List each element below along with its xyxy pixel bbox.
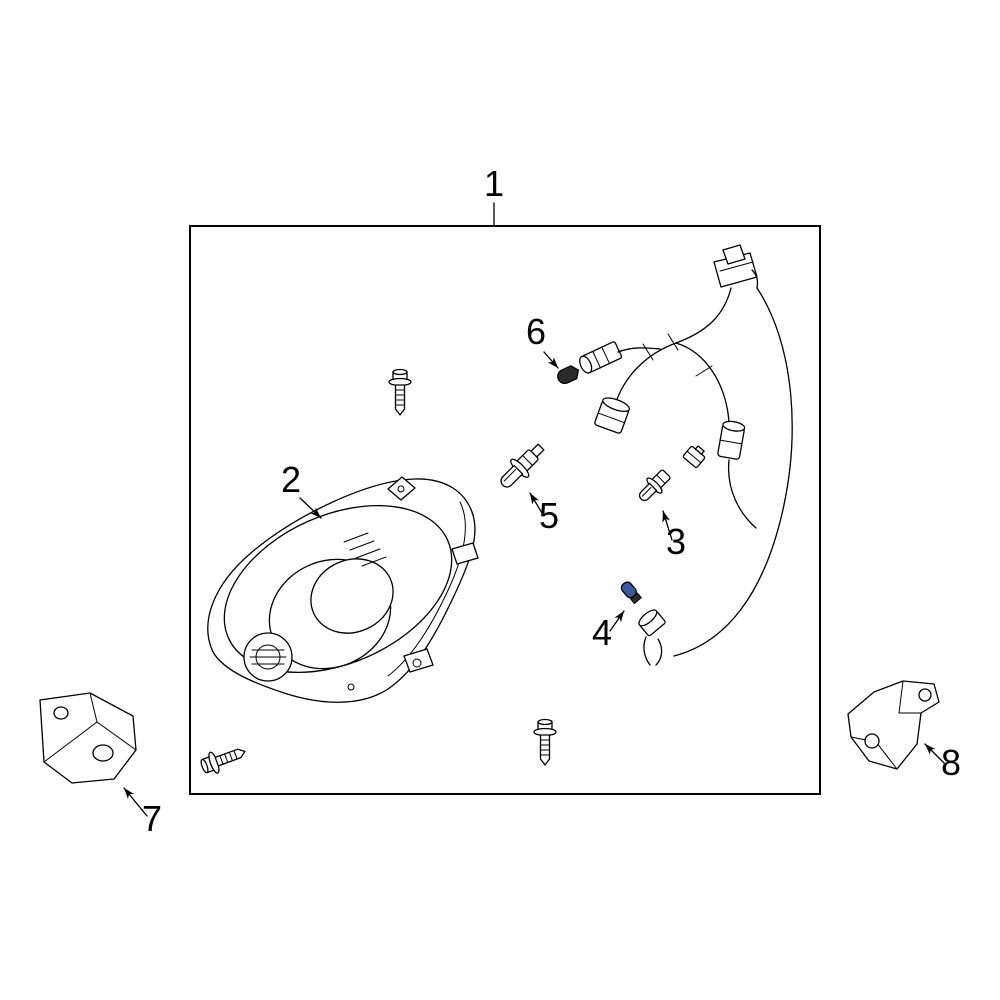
- callout-7: 7: [123, 787, 162, 839]
- harness-wire-branch: [675, 342, 730, 423]
- housing-pin: [347, 683, 355, 691]
- bulb-4: [620, 581, 643, 605]
- bracket-8-hole-top: [918, 688, 932, 702]
- bulb-socket-mid: [594, 397, 631, 434]
- harness-wire-lower: [727, 459, 757, 529]
- mounting-tab-top: [387, 476, 416, 501]
- bracket-7-hole-large: [92, 744, 114, 762]
- bulb-6-glass: [557, 365, 580, 384]
- callout-7-label: 7: [142, 798, 162, 839]
- mounting-hole-top: [397, 485, 405, 493]
- part-4-bulb-socket: [620, 581, 666, 666]
- harness-connector-line: [719, 261, 754, 272]
- assembly-boundary-box: [189, 225, 821, 795]
- callout-5-label: 5: [539, 495, 559, 536]
- projector-lens: [310, 558, 394, 634]
- bulb-5-glass: [500, 464, 524, 488]
- callout-2-label: 2: [281, 459, 301, 500]
- part-3-bulb: [638, 445, 706, 502]
- bulb-3: [638, 469, 671, 502]
- harness-wire-loop: [673, 287, 793, 657]
- bulb-6-socket: [579, 341, 623, 374]
- callout-8: 8: [924, 742, 961, 783]
- callout-4-label: 4: [592, 612, 612, 653]
- callout-3: 3: [662, 510, 686, 562]
- callout-1-label: 1: [484, 163, 504, 204]
- bulb-4-wire-1: [643, 636, 651, 666]
- bulb-3-filament: [641, 487, 652, 497]
- arrowhead: [662, 511, 671, 523]
- wiring-harness: [594, 244, 793, 657]
- arrowhead: [925, 744, 936, 755]
- callout-5: 5: [529, 492, 559, 536]
- bracket-7-fold-lines: [43, 692, 137, 763]
- harness-wire-stub: [751, 269, 759, 289]
- harness-wire-trunk: [615, 287, 732, 403]
- callout-6: 6: [526, 311, 559, 369]
- screw-bolt-left: [197, 740, 250, 778]
- mounting-hole-bottom: [412, 658, 422, 668]
- bulb-5-base-line: [522, 455, 533, 466]
- callout-3-label: 3: [666, 521, 686, 562]
- arrowhead: [547, 357, 558, 368]
- bulb-5-filament: [503, 469, 517, 482]
- part-6-bulb-socket: [557, 341, 661, 384]
- bulb-3-glass: [638, 482, 658, 502]
- bracket-8-hole-bottom: [864, 733, 880, 749]
- reflector-hatch-lines: [249, 649, 287, 665]
- mounting-tab-bottom: [403, 648, 434, 673]
- screw-bolt-bottom: [533, 718, 557, 766]
- bracket-7: [39, 692, 137, 784]
- bracket-7-hole-small: [53, 706, 69, 720]
- headlight-assembly: [207, 476, 479, 703]
- bulb-4-wire-2: [655, 638, 663, 666]
- lens-hatch-lines: [343, 532, 387, 567]
- bracket-7-plate: [39, 692, 137, 784]
- harness-clip-marks: [642, 333, 713, 377]
- callout-4: 4: [592, 610, 625, 653]
- bulb-4-socket: [638, 609, 666, 637]
- arrowhead: [310, 507, 321, 518]
- bulb-socket-right: [717, 420, 746, 460]
- arrowhead: [124, 788, 135, 800]
- mounting-tab-right: [451, 542, 479, 565]
- bulb-6: [557, 365, 580, 384]
- screw-bolt-top: [388, 368, 412, 416]
- bulb-3-base-line: [656, 474, 666, 484]
- callout-6-label: 6: [526, 311, 546, 352]
- halogen-bulb-5: [500, 443, 545, 488]
- bracket-8: [847, 680, 940, 770]
- callout-8-label: 8: [941, 742, 961, 783]
- arrowhead: [530, 493, 540, 505]
- callout-2: 2: [281, 459, 322, 519]
- callout-1: 1: [484, 163, 504, 226]
- arrowhead: [614, 611, 624, 623]
- bulb-6-wire: [617, 347, 661, 353]
- bulb-3-connector: [682, 445, 706, 468]
- bulb-4-base: [629, 592, 643, 605]
- harness-connector-top-lock: [722, 244, 746, 265]
